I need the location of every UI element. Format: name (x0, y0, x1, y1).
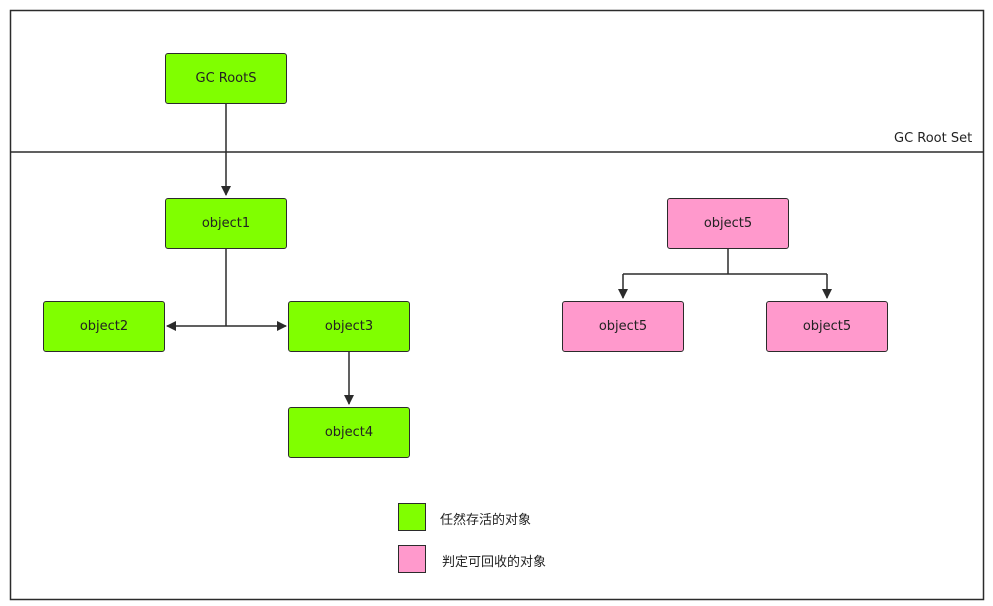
outer-frame (9, 9, 985, 601)
legend-alive-label: 任然存活的对象 (440, 513, 532, 528)
object5-left-node: object5 (562, 301, 684, 352)
object5-right-node: object5 (766, 301, 888, 352)
object1-node: object1 (165, 198, 287, 249)
object4-node: object4 (288, 407, 410, 458)
object5-parent-node: object5 (667, 198, 789, 249)
legend-collectable-swatch (398, 545, 426, 573)
legend-collectable-label: 判定可回收的对象 (442, 555, 547, 570)
object2-node: object2 (43, 301, 165, 352)
gc-roots-node: GC RootS (165, 53, 287, 104)
object3-node: object3 (288, 301, 410, 352)
legend-alive-swatch (398, 503, 426, 531)
gc-root-set-label: GC Root Set (894, 131, 973, 146)
